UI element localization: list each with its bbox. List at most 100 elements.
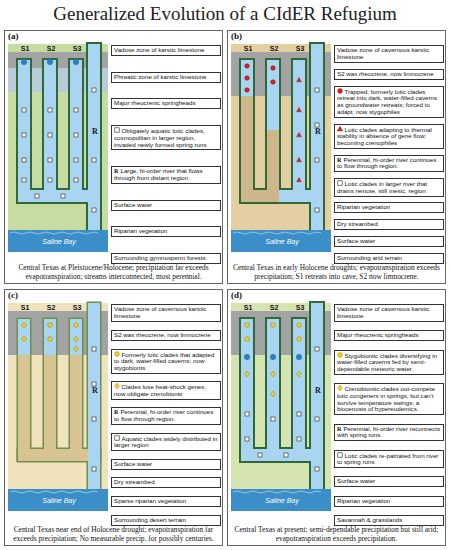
springhead (244, 354, 250, 360)
callout-text: Dry streambed (337, 220, 378, 227)
callout-text: Vadose zone of cavernous karstic limesto… (114, 305, 206, 319)
callout-box: Surface water (334, 236, 444, 247)
panel-a-art (8, 44, 108, 252)
callout-box: S2 was rheocrene, now limnocrene (111, 330, 221, 341)
dry-streambed (18, 355, 30, 461)
callout-box: Aquatic clades widely distributed in lar… (111, 433, 221, 451)
dry-streambed (18, 449, 88, 461)
callout-text: Lotic clades in larger river that drains… (337, 180, 427, 194)
springhead (21, 59, 27, 65)
callout-box: Phreatic zone of karstic limestone (111, 72, 221, 83)
wave (233, 491, 321, 493)
clade-symbols (245, 64, 319, 212)
riparian-vegetation (241, 44, 323, 234)
callout-text: Riparian vegetation (337, 203, 390, 210)
spring-label: S3 (296, 45, 305, 52)
panel-frame: (a)Central Texas at Pleistocene/Holocene… (4, 30, 223, 284)
river-symbol: R (114, 408, 118, 415)
callout-text: Stygobiontic clades diversifying in wate… (337, 351, 437, 372)
callout-box: Vadose zone of karstic limestone (111, 45, 221, 56)
spring-label: S3 (296, 304, 305, 311)
dry-streambed (241, 96, 253, 202)
callout-text: Surrounding arid terrain (337, 254, 402, 261)
callout-box: Lotic clades adapting to thermal stabili… (334, 124, 444, 149)
callout-text: Lotic clades re-patriated from river to … (337, 451, 438, 465)
callout-box: RLarge, hi-order river that flows throug… (111, 166, 221, 184)
clade-symbol (337, 126, 343, 132)
clade-shape (338, 181, 342, 185)
callout-text: Crenobiontic clades out-compete lotic co… (337, 385, 435, 413)
spring-label: S2 (270, 304, 279, 311)
spring-label: S2 (47, 45, 56, 52)
surface-water (18, 44, 100, 234)
spring-label: S1 (21, 45, 30, 52)
callout-text: Riparian vegetation (114, 227, 167, 234)
callout-text: Aquatic clades widely distributed in lar… (114, 434, 217, 448)
surface-water (241, 303, 323, 493)
diagram-title: Generalized Evolution of a CIdER Refugiu… (0, 3, 450, 25)
clade-symbol (337, 352, 343, 358)
bay-label: Saline Bay (42, 497, 75, 504)
clade-shape (115, 384, 120, 390)
springhead (296, 354, 302, 360)
callout-box: Savannah & grasslands (334, 515, 444, 526)
callout-box: Surface water (334, 476, 444, 487)
clade-symbols (245, 323, 319, 471)
river-label: R (315, 127, 321, 136)
clade-shape (337, 126, 342, 131)
spring-label: S1 (21, 304, 30, 311)
callout-box: Dry streambed (111, 477, 221, 488)
clade-symbol (337, 452, 343, 458)
dry-streambed (70, 355, 82, 461)
callout-text: Perennial, hi-order river reconnects wit… (337, 425, 440, 439)
saline-bay (231, 230, 331, 252)
callout-text: Surface water (114, 460, 152, 467)
clade-symbol (337, 180, 343, 186)
clade-symbol (337, 385, 343, 391)
callout-box: RPerennial, hi-order river reconnects wi… (334, 424, 444, 442)
callout-box: Sparse riparian vegetation (111, 496, 221, 507)
callout-text: Large, hi-order river that flows through… (114, 167, 203, 181)
callout-text: S2 was rheocrene, now limnocrene (337, 70, 434, 77)
riparian-vegetation (18, 44, 100, 234)
callout-box: Vadose zone of cavernous karstic limesto… (334, 304, 444, 322)
callout-text: Surface water (337, 477, 375, 484)
spring-label: S1 (244, 304, 253, 311)
saline-bay (8, 230, 108, 252)
clade-symbol (114, 383, 120, 389)
panel-letter: (c) (8, 290, 18, 300)
callout-text: Formerly lotic clades that adapted to da… (114, 350, 214, 371)
gymnosperm-forest (8, 44, 108, 252)
clade-symbol (114, 351, 120, 357)
bay-label: Saline Bay (265, 497, 298, 504)
river-label: R (315, 386, 321, 395)
river-label: R (92, 386, 98, 395)
callout-box: Lotic clades re-patriated from river to … (334, 450, 444, 468)
callout-text: Perennial, hi-order river continues to f… (114, 408, 213, 422)
river-symbol: R (337, 156, 341, 163)
river-label: R (92, 127, 98, 136)
callout-box: Dry streambed (334, 219, 444, 230)
callout-box: RPerennial, hi-order river continues to … (334, 155, 444, 173)
callout-text: Major rheocrenic springheads (337, 331, 419, 338)
callout-text: Phreatic zone of karstic limestone (114, 73, 207, 80)
callout-text: Surrounding desert terrain (114, 516, 186, 523)
bay-label: Saline Bay (42, 238, 75, 245)
callout-text: Obligately aquatic lotic clades, cosmopo… (114, 127, 207, 148)
callout-box: Lotic clades in larger river that drains… (334, 178, 444, 196)
callout-text: Sparse riparian vegetation (114, 497, 186, 504)
dry-streambed (241, 190, 279, 202)
saline-bay (8, 489, 108, 511)
wave (10, 232, 98, 234)
bay-label: Saline Bay (265, 238, 298, 245)
callout-text: Trapped; formerly lotic clades retreat i… (337, 87, 437, 115)
springhead (270, 354, 276, 360)
callout-box: Surface water (111, 459, 221, 470)
saline-bay (231, 489, 331, 511)
callout-box: Riparian vegetation (334, 496, 444, 507)
callout-box: Riparian vegetation (111, 226, 221, 237)
arid-terrain (231, 44, 331, 252)
springhead (47, 59, 53, 65)
callout-box: Surrounding desert terrain (111, 515, 221, 526)
